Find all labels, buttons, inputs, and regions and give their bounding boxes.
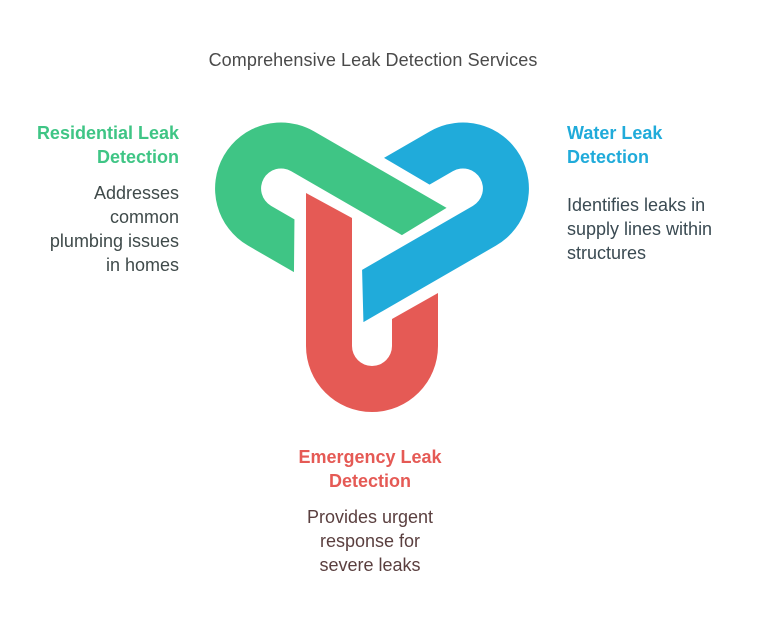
residential-desc-line: Addresses: [93, 183, 179, 203]
water-heading-line: Detection: [567, 147, 650, 167]
emergency-desc-line: Provides urgent: [306, 507, 434, 527]
water-link-shape: [362, 122, 529, 323]
residential-heading-line: Detection: [96, 147, 179, 167]
residential-link-shape: [215, 122, 447, 273]
emergency-heading-line: Detection: [328, 471, 411, 491]
residential-desc-line: common: [109, 207, 179, 227]
water-heading: Water Leak Detection: [567, 121, 757, 169]
water-desc-line: supply lines within: [567, 219, 713, 239]
emergency-heading-line: Emergency Leak: [298, 447, 442, 467]
emergency-link-path: [306, 193, 438, 412]
diagram-title: Comprehensive Leak Detection Services: [208, 50, 538, 70]
emergency-description: Provides urgent response for severe leak…: [260, 505, 480, 577]
emergency-link-shape: [306, 193, 438, 412]
water-desc-line: structures: [567, 243, 647, 263]
emergency-leak-detection-block: Emergency Leak Detection Provides urgent…: [260, 445, 480, 577]
residential-heading: Residential Leak Detection: [20, 121, 179, 169]
water-link-path: [362, 122, 529, 323]
residential-heading-line: Residential Leak: [36, 123, 179, 143]
residential-link-path: [215, 122, 447, 273]
water-desc-line: Identifies leaks in: [567, 195, 706, 215]
water-leak-detection-block: Water Leak Detection Identifies leaks in…: [567, 121, 757, 265]
emergency-heading: Emergency Leak Detection: [260, 445, 480, 493]
residential-description: Addresses common plumbing issues in home…: [20, 181, 179, 277]
water-heading-line: Water Leak: [567, 123, 663, 143]
residential-desc-line: plumbing issues: [49, 231, 179, 251]
residential-desc-line: in homes: [105, 255, 179, 275]
residential-leak-detection-block: Residential Leak Detection Addresses com…: [20, 121, 179, 277]
water-description: Identifies leaks in supply lines within …: [567, 193, 757, 265]
emergency-desc-line: response for: [319, 531, 421, 551]
emergency-desc-line: severe leaks: [319, 555, 421, 575]
